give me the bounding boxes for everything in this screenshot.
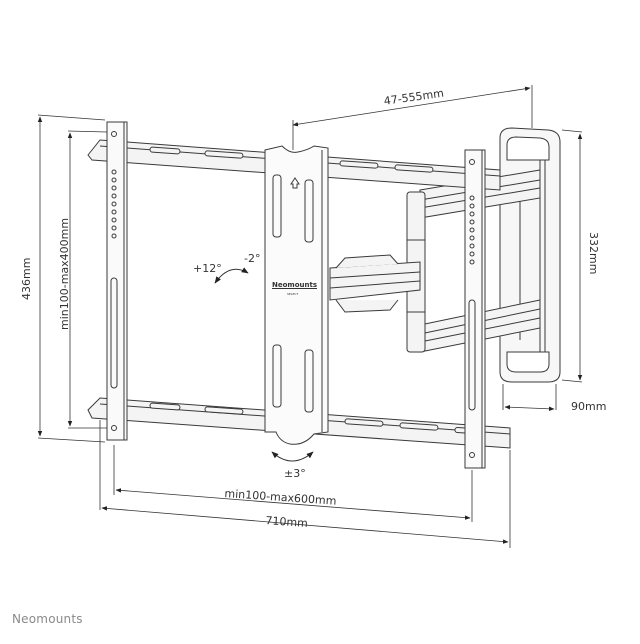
total-height-label: 436mm — [20, 257, 33, 300]
wall-plate-height-label: 332mm — [587, 232, 600, 275]
dimension-lines — [37, 85, 583, 548]
tilt-up-label: +12° — [193, 262, 222, 275]
right-vertical-bracket — [464, 149, 486, 469]
swivel-arc — [271, 451, 314, 462]
vesa-vertical-label: min100-max400mm — [58, 217, 71, 330]
wall-plate — [499, 127, 561, 383]
center-plate — [264, 145, 329, 445]
center-plate-sublogo: SELECT — [287, 292, 299, 296]
tilt-arc — [214, 267, 249, 284]
center-plate-logo: Neomounts — [272, 281, 317, 289]
wall-plate-depth-label: 90mm — [571, 400, 607, 413]
left-vertical-bracket — [106, 121, 128, 441]
tilt-down-label: -2° — [244, 252, 261, 265]
swivel-label: ±3° — [284, 467, 306, 480]
brand-logo: Neomounts — [12, 612, 83, 626]
